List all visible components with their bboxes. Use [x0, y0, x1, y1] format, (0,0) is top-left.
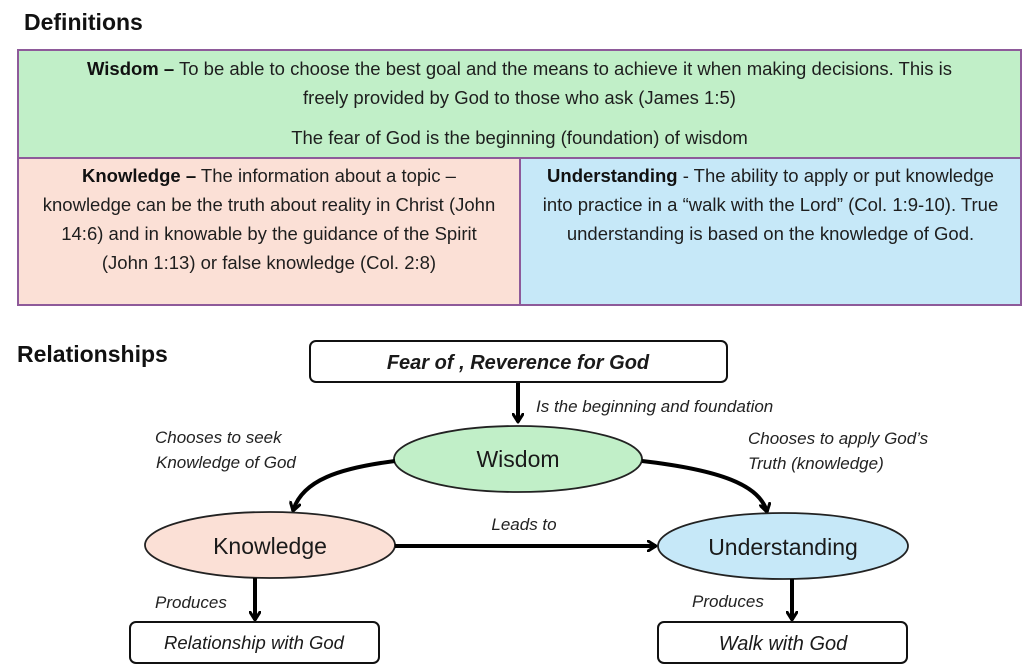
- relationships-heading: Relationships: [17, 341, 168, 367]
- arrow-wisdom-to-understanding: [641, 459, 767, 512]
- wisdom-note: The fear of God is the beginning (founda…: [291, 127, 748, 148]
- edge-label-wisdom-to-understanding-1: Chooses to apply God’s: [748, 429, 929, 448]
- wisdom-definition: Wisdom – To be able to choose the best g…: [69, 54, 970, 112]
- knowledge-term: Knowledge –: [82, 165, 197, 186]
- wisdom-text: To be able to choose the best goal and t…: [174, 58, 953, 108]
- relationship-with-god-node: Relationship with God: [129, 621, 380, 664]
- knowledge-definition-cell: Knowledge – The information about a topi…: [19, 159, 521, 304]
- relationship-with-god-label: Relationship with God: [164, 632, 345, 653]
- knowledge-text: The information about a topic – knowledg…: [42, 165, 496, 273]
- edge-label-wisdom-to-knowledge-1: Chooses to seek: [155, 428, 283, 447]
- fear-of-god-node: Fear of , Reverence for God: [309, 340, 728, 383]
- definitions-table: Wisdom – To be able to choose the best g…: [17, 49, 1022, 306]
- edge-label-knowledge-to-understanding: Leads to: [491, 515, 556, 534]
- understanding-node-label: Understanding: [708, 534, 858, 560]
- knowledge-node-label: Knowledge: [213, 533, 327, 559]
- edge-label-fear-to-wisdom: Is the beginning and foundation: [536, 397, 773, 416]
- understanding-definition-cell: Understanding - The ability to apply or …: [521, 159, 1020, 304]
- fear-of-god-label: Fear of , Reverence for God: [387, 352, 650, 374]
- wisdom-node-label: Wisdom: [476, 446, 559, 472]
- walk-with-god-label: Walk with God: [719, 633, 848, 655]
- wisdom-definition-cell: Wisdom – To be able to choose the best g…: [19, 51, 1020, 159]
- wisdom-node: Wisdom: [393, 425, 643, 493]
- walk-with-god-node: Walk with God: [657, 621, 908, 664]
- arrow-wisdom-to-knowledge: [293, 459, 396, 511]
- understanding-text: - The ability to apply or put knowledge …: [542, 165, 999, 244]
- edge-label-wisdom-to-knowledge-2: Knowledge of God: [156, 453, 296, 472]
- edge-label-wisdom-to-understanding-2: Truth (knowledge): [748, 454, 884, 473]
- knowledge-node: Knowledge: [144, 511, 396, 579]
- understanding-node: Understanding: [657, 512, 909, 580]
- definitions-heading: Definitions: [24, 9, 143, 35]
- wisdom-term: Wisdom –: [86, 58, 175, 79]
- understanding-term: Understanding: [547, 165, 678, 186]
- edge-label-understanding-produces: Produces: [692, 592, 764, 611]
- edge-label-knowledge-produces: Produces: [155, 593, 227, 612]
